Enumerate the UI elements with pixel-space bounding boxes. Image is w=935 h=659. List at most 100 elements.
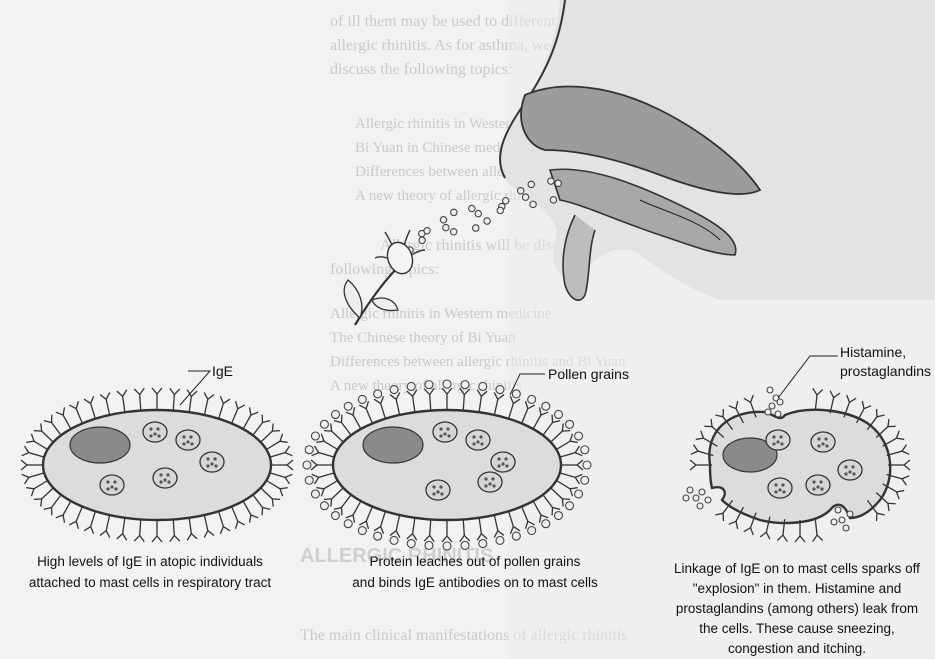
granule-dot xyxy=(479,435,482,438)
ige-receptor-arm xyxy=(152,536,157,542)
caption-right-line-2: "explosion" in them. Histamine and xyxy=(693,581,901,596)
ige-receptor-arm xyxy=(204,531,208,538)
pollen-particle xyxy=(497,207,503,213)
ige-receptor-stem xyxy=(189,518,191,534)
granule-dot xyxy=(157,434,160,437)
granule-dot xyxy=(206,457,209,460)
ige-receptor-arm xyxy=(63,407,64,415)
ige-receptor-arm xyxy=(334,508,342,510)
pollen-particle xyxy=(451,209,457,215)
pollen-particle xyxy=(555,180,561,186)
ige-receptor-stem xyxy=(430,519,431,535)
granule-dot xyxy=(480,442,483,445)
pollen-particle xyxy=(450,229,456,235)
ige-receptor-arm xyxy=(321,434,324,441)
ige-receptor-stem xyxy=(232,409,238,424)
caption-right-line-3: prostaglandins (among others) leak from xyxy=(676,601,918,616)
granule-dot xyxy=(432,485,435,488)
granule-dot xyxy=(149,434,152,437)
granule-dot xyxy=(436,490,439,493)
released-mediator xyxy=(777,399,783,405)
ige-receptor-stem xyxy=(123,518,125,534)
pollen-grain xyxy=(344,520,352,528)
ige-receptor-arm xyxy=(21,460,27,465)
granule-dot xyxy=(848,470,851,473)
granule-dot xyxy=(213,457,216,460)
pollen-grain xyxy=(320,420,328,428)
ige-receptor-arm xyxy=(390,395,396,400)
released-mediator xyxy=(697,503,703,509)
ige-receptor-arm xyxy=(208,531,214,536)
ige-receptor-arm xyxy=(174,535,179,541)
ghost-bullet2-2: The Chinese theory of Bi Yuan xyxy=(330,330,516,346)
cell-granule xyxy=(433,422,457,442)
granule-dot xyxy=(492,484,495,487)
released-mediator xyxy=(843,525,849,531)
granule-dot xyxy=(774,483,777,486)
granule-dot xyxy=(189,435,192,438)
pollen-grain xyxy=(512,532,520,540)
ige-receptor-arm xyxy=(381,527,384,534)
cell-granule xyxy=(176,430,200,450)
pollen-particle xyxy=(475,210,481,216)
ige-receptor-arm xyxy=(123,534,127,541)
pollen-grain xyxy=(358,395,366,403)
ige-receptor-stem xyxy=(413,518,415,534)
ige-receptor-stem xyxy=(123,396,125,412)
ige-receptor-stem xyxy=(353,501,361,515)
granule-dot xyxy=(159,480,162,483)
ige-leader xyxy=(180,371,210,405)
ige-receptor-stem xyxy=(106,515,109,531)
granule-dot xyxy=(817,444,820,447)
pollen-grain xyxy=(528,527,536,535)
pollen-particle xyxy=(469,205,475,211)
ige-receptor-arm xyxy=(91,396,94,403)
ige-receptor-stem xyxy=(381,403,386,418)
ige-receptor-stem xyxy=(219,403,224,418)
granule-dot xyxy=(817,437,820,440)
ige-receptor-arm xyxy=(562,423,563,431)
ige-receptor-arm xyxy=(263,508,271,510)
cell-granule xyxy=(153,468,177,488)
pollen-grain xyxy=(555,410,563,418)
released-mediator xyxy=(769,403,775,409)
granule-dot xyxy=(439,434,442,437)
granule-dot xyxy=(159,473,162,476)
ige-receptor-arm xyxy=(285,477,289,484)
ige-receptor-arm xyxy=(44,508,52,510)
ige-receptor-stem xyxy=(106,399,109,415)
ige-receptor-arm xyxy=(69,405,76,409)
ige-receptor-arm xyxy=(249,407,250,415)
granule-dot xyxy=(819,480,822,483)
ige-receptor-stem xyxy=(463,519,464,535)
ige-receptor-stem xyxy=(270,453,285,458)
granule-dot xyxy=(440,492,443,495)
granule-dot xyxy=(167,480,170,483)
pollen-grain xyxy=(496,386,504,394)
ige-receptor-stem xyxy=(140,519,141,535)
ige-receptor-arm xyxy=(208,395,214,400)
granule-dot xyxy=(114,487,117,490)
granule-dot xyxy=(781,483,784,486)
cell-granule xyxy=(466,430,490,450)
ige-receptor-stem xyxy=(366,507,372,522)
caption-middle-line-1: Protein leaches out of pollen grains xyxy=(370,554,581,569)
ige-receptor-stem xyxy=(253,422,263,435)
caption-left-line-1: High levels of IgE in atopic individuals xyxy=(37,554,263,569)
ige-receptor-arm xyxy=(100,531,106,536)
ige-receptor-stem xyxy=(29,453,44,458)
ige-receptor-arm xyxy=(152,388,157,394)
ige-receptor-arm xyxy=(170,388,175,394)
ige-receptor-stem xyxy=(51,422,61,435)
granule-dot xyxy=(488,482,491,485)
granule-dot xyxy=(446,427,449,430)
ige-receptor-arm xyxy=(285,446,289,453)
ige-receptor-stem xyxy=(173,519,174,535)
granule-dot xyxy=(190,442,193,445)
granule-dot xyxy=(772,442,775,445)
ige-receptor-arm xyxy=(353,407,354,415)
granule-dot xyxy=(816,485,819,488)
pollen-particle xyxy=(528,181,534,187)
pollen-grain xyxy=(320,502,328,510)
